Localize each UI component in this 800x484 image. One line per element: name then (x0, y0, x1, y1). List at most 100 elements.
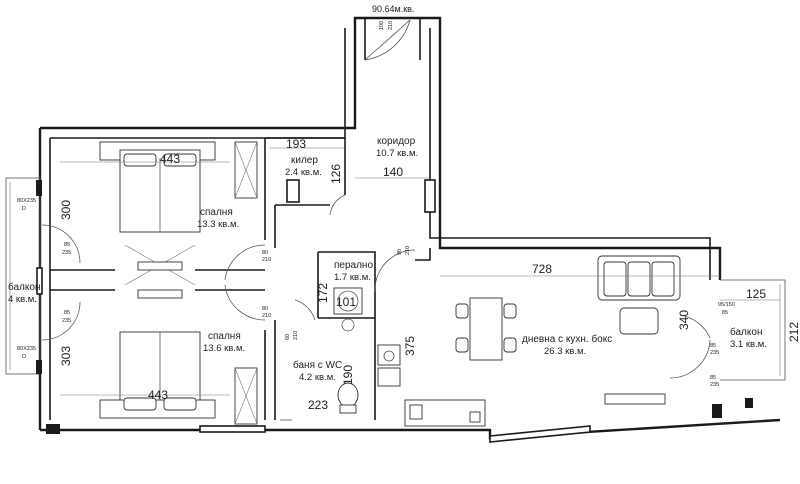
balcony-left-post-top (36, 180, 42, 196)
kiler-door-swing (329, 194, 346, 216)
balc-right-door-w: 85 (710, 343, 716, 349)
pillar-bottom-right (712, 404, 722, 418)
exterior-wall-left-block (40, 16, 722, 280)
bed2-door-h: 210 (262, 313, 271, 319)
bed1-door-h: 210 (262, 257, 271, 263)
total-area-label: 90.64м.кв. (372, 4, 414, 14)
bath-door-swing (294, 299, 316, 321)
dim-koridor-w: 140 (383, 165, 403, 179)
balc-right-door-h: 235 (710, 350, 719, 356)
dnevna-name: дневна с кухн. бокс (522, 333, 612, 345)
win-right-size: 95/150 (718, 302, 735, 308)
window-bottom-bedroom (199, 425, 266, 433)
entry-door-leaf (364, 19, 411, 61)
dim-bath-w: 223 (308, 398, 328, 412)
dim-balcony-r-h: 212 (787, 322, 800, 342)
living-door-swing (669, 339, 711, 379)
dining-chair-1 (455, 303, 469, 319)
washing-machine-drum (337, 290, 359, 312)
balcony-left-post-bot (36, 360, 42, 374)
koridor-area: 10.7 кв.м. (376, 148, 418, 159)
living-window-w: 85 (710, 375, 716, 381)
dining-table (469, 297, 503, 361)
dining-chair-3 (455, 337, 469, 353)
dim-living-w: 728 (532, 262, 552, 276)
dim-peralno-h: 172 (316, 283, 330, 303)
bedroom-2-door-swing (224, 284, 266, 321)
dim-bath-inner-h: 190 (341, 365, 355, 385)
dim-peralno-w: 101 (336, 295, 356, 309)
sofa-seat-1 (603, 261, 627, 297)
spalnya2-name: спалня (208, 331, 241, 342)
kiler-name: килер (291, 155, 318, 166)
dim-bed2-w: 443 (148, 388, 168, 402)
sofa-seat-2 (627, 261, 651, 297)
balkon-left-area: 4 кв.м. (8, 294, 37, 305)
balcony-left-door-swing-2 (41, 301, 81, 341)
desk-1 (137, 261, 183, 271)
balcony-right-outline (720, 279, 786, 381)
wardrobe-1-x2 (234, 141, 258, 199)
peralno-walls (318, 251, 376, 320)
win-left-top-size: 80X235 (17, 198, 36, 204)
koridor-door-w: 90 (397, 249, 403, 255)
pillar-bottom-left (46, 424, 60, 434)
koridor-door-h: 210 (405, 246, 411, 255)
win-left-top-type: D (22, 206, 26, 212)
dining-chair-4 (503, 337, 517, 353)
peralno-name: перално (334, 260, 373, 271)
balcony-left-post-mid (36, 267, 43, 295)
corridor-column (424, 179, 436, 213)
spalnya1-area: 13.3 кв.м. (197, 219, 239, 230)
balkon-right-name: балкон (730, 326, 762, 338)
kiler-column (286, 179, 300, 203)
dim-bed1-h: 300 (59, 200, 73, 220)
balcony-right-door-swing (679, 314, 711, 339)
bed1-door-w: 80 (262, 250, 268, 256)
balc-left-bot-h: 235 (62, 318, 71, 324)
peralno-door-swing (374, 249, 416, 293)
bath-sink (377, 344, 401, 366)
coffee-table (619, 307, 659, 335)
kitchen-hob (409, 404, 423, 420)
washing-machine (333, 287, 363, 315)
wardrobe-2-x2 (234, 367, 258, 425)
bed-1-pillow-2 (163, 153, 197, 167)
balkon-left-name: балкон (8, 281, 40, 293)
window-bottom-living (489, 425, 591, 443)
win-left-bot-type: D (22, 354, 26, 360)
bed-1-pillow-1 (123, 153, 157, 167)
banya-name: баня с WC (293, 359, 342, 371)
dim-kiler-w: 193 (286, 137, 306, 151)
dim-kiler-h: 126 (329, 164, 343, 184)
spalnya2-area: 13.6 кв.м. (203, 343, 245, 354)
dining-chair-2 (503, 303, 517, 319)
kiler-area: 2.4 кв.м. (285, 167, 322, 178)
spalnya1-name: спалня (200, 207, 233, 218)
dim-living-h: 340 (677, 310, 691, 330)
entry-door-swing (364, 19, 411, 61)
sink-bowl (383, 350, 395, 362)
bed-2-pillow-2 (163, 397, 197, 411)
kitchen-sink (469, 411, 481, 423)
bed-2-pillow-1 (123, 397, 157, 411)
bed2-door-w: 80 (262, 306, 268, 312)
dim-bath-h: 375 (403, 336, 417, 356)
dim-balcony-r-w: 125 (746, 287, 766, 301)
dim-bed2-h: 303 (59, 346, 73, 366)
entry-door-h: 210 (388, 21, 394, 30)
koridor-name: коридор (377, 136, 416, 147)
drain-icon (341, 318, 355, 332)
win-right-type: 85 (722, 310, 728, 316)
dim-bed1-w: 443 (160, 152, 180, 166)
balkon-right-area: 3.1 кв.м. (730, 339, 767, 350)
balc-left-bot-w: 85 (64, 310, 70, 316)
sofa-seat-3 (651, 261, 675, 297)
entry-wall-right-inner (429, 28, 711, 280)
toilet-tank (339, 404, 357, 414)
living-window-h: 235 (710, 382, 719, 388)
bath-cabinet (377, 367, 401, 387)
